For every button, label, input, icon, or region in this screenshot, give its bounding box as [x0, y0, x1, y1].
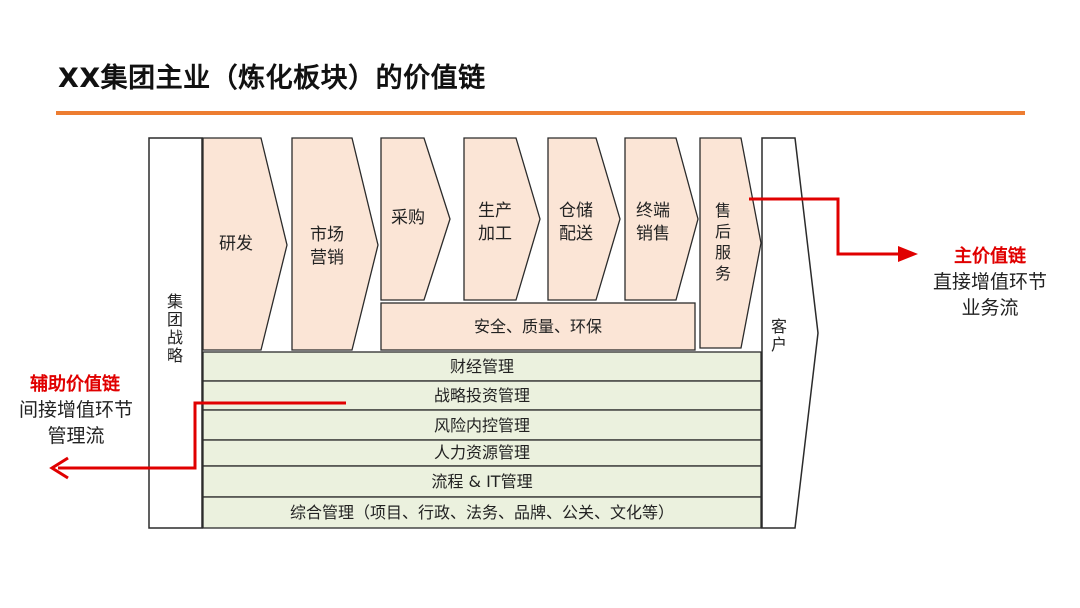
- marketing-label-line2: 营销: [310, 248, 344, 268]
- main-chain-line1: 直接增值环节: [932, 271, 1047, 293]
- support-bar-finance: [202, 351, 762, 382]
- chevron-procurement: [380, 137, 451, 301]
- main-chain-line2: 业务流: [961, 297, 1019, 319]
- chevron-warehousing: [547, 137, 621, 301]
- production-label: 生产 加工: [464, 200, 526, 246]
- aux-chain-heading: 辅助价值链: [30, 374, 120, 395]
- customer-arrow: [761, 137, 819, 529]
- chevron-marketing: [291, 137, 379, 351]
- terminal-sales-label-line1: 终端: [636, 201, 670, 221]
- production-label-line2: 加工: [478, 224, 512, 244]
- procurement-label-line1: 采购: [391, 208, 425, 228]
- warehousing-label-line2: 配送: [559, 224, 593, 244]
- main-chain-arrow-line: [749, 197, 900, 256]
- support-bar-general: [202, 496, 762, 529]
- support-bar-strategy-invest: [202, 380, 762, 411]
- strategy-invest-label: 战略投资管理: [433, 386, 530, 405]
- aux-chain-line2: 管理流: [47, 425, 105, 447]
- after-sales-label-line3: 服: [714, 243, 731, 262]
- chevron-production: [463, 137, 541, 301]
- aux-chain-arrow-line: [58, 401, 346, 470]
- risk-control-label: 风险内控管理: [433, 416, 530, 435]
- rd-label: 研发: [203, 233, 269, 256]
- safety-quality-env-bar: [380, 302, 696, 351]
- marketing-label-line1: 市场: [310, 225, 344, 245]
- group-strategy-column: [148, 137, 203, 529]
- after-sales-label: 售 后 服 务: [700, 200, 746, 284]
- safety-quality-env-label: 安全、质量、环保: [473, 317, 602, 336]
- after-sales-label-line1: 售: [714, 201, 731, 220]
- support-bar-process-it: [202, 465, 762, 498]
- aux-chain-arrow-head: [49, 456, 69, 480]
- after-sales-label-line4: 务: [714, 264, 731, 283]
- chevron-terminal-sales: [624, 137, 699, 301]
- finance-label: 财经管理: [449, 357, 514, 376]
- general-mgmt-label: 综合管理（项目、行政、法务、品牌、公关、文化等）: [289, 503, 674, 522]
- page-title: XX集团主业（炼化板块）的价值链: [58, 63, 486, 94]
- main-chain-heading: 主价值链: [954, 246, 1026, 267]
- support-bar-risk-control: [202, 409, 762, 441]
- warehousing-label-line1: 仓储: [559, 201, 593, 221]
- group-strategy-label: 集团战略: [166, 292, 183, 365]
- after-sales-label-line2: 后: [714, 222, 731, 241]
- chevron-after-sales: [699, 137, 762, 349]
- hr-label: 人力资源管理: [433, 443, 530, 462]
- title-underline: [56, 111, 1025, 115]
- production-label-line1: 生产: [478, 201, 512, 221]
- process-it-label: 流程 & IT管理: [431, 472, 533, 491]
- customer-label: 客户: [770, 317, 787, 354]
- main-chain-arrow-head: [898, 246, 918, 262]
- procurement-label: 采购: [381, 207, 435, 230]
- marketing-label: 市场 营销: [292, 224, 362, 270]
- chevron-rd: [202, 137, 288, 351]
- rd-label-line1: 研发: [219, 234, 253, 254]
- aux-chain-line1: 间接增值环节: [18, 399, 133, 421]
- terminal-sales-label: 终端 销售: [625, 200, 681, 246]
- terminal-sales-label-line2: 销售: [636, 224, 670, 244]
- warehousing-label: 仓储 配送: [548, 200, 604, 246]
